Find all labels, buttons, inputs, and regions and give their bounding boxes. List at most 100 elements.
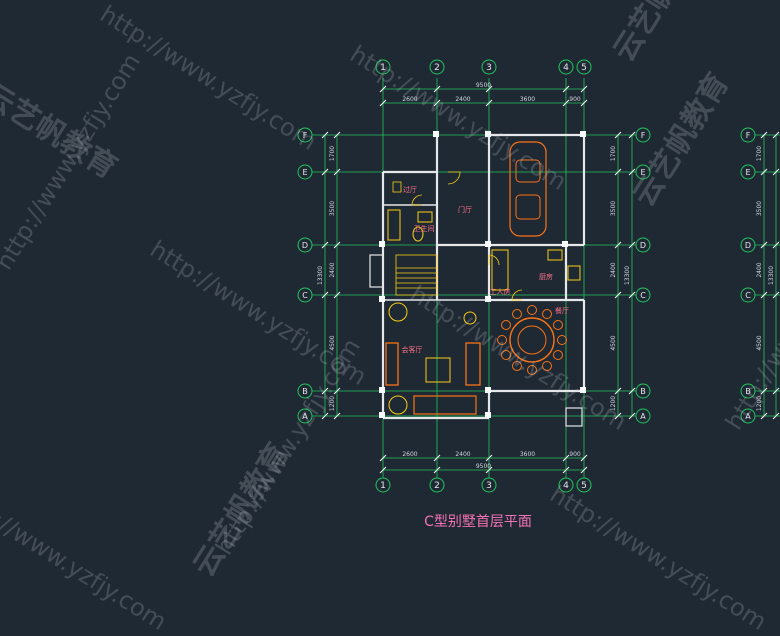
dim-tick bbox=[580, 454, 588, 462]
dim-tick bbox=[379, 466, 387, 474]
column bbox=[433, 131, 439, 137]
dim-far-right-segment: 4500 bbox=[756, 335, 763, 350]
tv-cabinet bbox=[413, 395, 477, 415]
dining-chair bbox=[501, 320, 512, 330]
grid-col-label: 4 bbox=[563, 481, 569, 491]
dining-chair bbox=[542, 360, 552, 371]
dim-tick bbox=[379, 454, 387, 462]
grid-col-label: 3 bbox=[486, 481, 492, 491]
dim-tick bbox=[562, 99, 570, 107]
grid-col-label: 1 bbox=[380, 481, 386, 491]
room-label-kitchen: 厨房 bbox=[539, 272, 553, 281]
dim-tick bbox=[333, 131, 341, 139]
sofa bbox=[465, 342, 481, 386]
dim-tick bbox=[760, 291, 768, 299]
dim-tick bbox=[628, 131, 636, 139]
grid-col-label: 2 bbox=[434, 63, 440, 73]
dim-tick bbox=[772, 168, 780, 176]
grid-row-label: E bbox=[640, 168, 645, 177]
dim-tick bbox=[333, 412, 341, 420]
room-label-servant: 工人房 bbox=[490, 287, 511, 296]
room-label-living: 会客厅 bbox=[402, 345, 423, 354]
coffee-table bbox=[425, 357, 451, 383]
grid-row-label: F bbox=[641, 131, 646, 140]
grid-col-label: 2 bbox=[434, 481, 440, 491]
stove bbox=[567, 265, 581, 281]
dim-right-segment: 4500 bbox=[610, 335, 617, 350]
dim-top-total: 9500 bbox=[476, 82, 491, 89]
dim-far-right-segment: 1700 bbox=[756, 146, 763, 161]
grid-row-label: F bbox=[303, 131, 308, 140]
dim-tick bbox=[628, 168, 636, 176]
dim-tick bbox=[485, 466, 493, 474]
dim-tick bbox=[614, 291, 622, 299]
dim-tick bbox=[580, 466, 588, 474]
dim-left-segment: 4500 bbox=[329, 335, 336, 350]
dim-far-right-segment: 3500 bbox=[756, 201, 763, 216]
dim-left-segment: 1200 bbox=[329, 396, 336, 411]
grid-row-label: D bbox=[745, 241, 751, 250]
column bbox=[379, 241, 385, 247]
grid-col-label: 4 bbox=[563, 63, 569, 73]
bay-window bbox=[369, 254, 384, 288]
dim-tick bbox=[433, 99, 441, 107]
dim-tick bbox=[580, 99, 588, 107]
dim-tick bbox=[580, 85, 588, 93]
grid-bubble bbox=[635, 287, 651, 303]
dim-tick bbox=[562, 85, 570, 93]
dim-tick bbox=[562, 466, 570, 474]
dim-right-segment: 1700 bbox=[610, 146, 617, 161]
grid-bubble bbox=[635, 127, 651, 143]
dim-tick bbox=[321, 387, 329, 395]
dim-tick bbox=[614, 168, 622, 176]
grid-row-label: C bbox=[302, 291, 308, 300]
grid-row-label: F bbox=[746, 131, 751, 140]
grid-row-label: E bbox=[302, 168, 307, 177]
dim-left-segment: 1700 bbox=[329, 146, 336, 161]
door-swing bbox=[488, 254, 500, 266]
plant bbox=[388, 395, 408, 415]
entry-step bbox=[565, 407, 583, 427]
bathtub bbox=[387, 209, 401, 241]
door-swing bbox=[511, 289, 523, 301]
dim-tick bbox=[433, 466, 441, 474]
plant bbox=[388, 302, 408, 322]
dining-chair bbox=[552, 350, 563, 360]
dim-tick bbox=[333, 291, 341, 299]
dim-tick bbox=[760, 131, 768, 139]
grid-bubble bbox=[429, 59, 445, 75]
dim-tick bbox=[772, 291, 780, 299]
dining-table bbox=[509, 317, 555, 363]
grid-row-label: B bbox=[640, 387, 646, 396]
dining-chair bbox=[501, 350, 512, 360]
dim-tick bbox=[760, 387, 768, 395]
dim-tick bbox=[485, 85, 493, 93]
grid-bubble bbox=[635, 164, 651, 180]
dim-tick bbox=[433, 454, 441, 462]
grid-bubble bbox=[297, 164, 313, 180]
dim-far-right-segment: 1200 bbox=[756, 396, 763, 411]
column bbox=[379, 296, 385, 302]
grid-row-label: D bbox=[302, 241, 308, 250]
grid-bubble bbox=[635, 237, 651, 253]
car-windshield bbox=[515, 159, 541, 183]
room-label-dining: 餐厅 bbox=[555, 306, 569, 315]
dining-chair bbox=[527, 365, 537, 375]
grid-row-label: C bbox=[745, 291, 751, 300]
walls bbox=[369, 131, 586, 420]
grid-col-label: 5 bbox=[581, 481, 587, 491]
room-label-closet: 过厅 bbox=[403, 185, 417, 194]
dim-right-segment: 1200 bbox=[610, 396, 617, 411]
drawing-title: C型别墅首层平面 bbox=[424, 514, 532, 530]
dim-bottom-segment: 3600 bbox=[520, 451, 535, 458]
column bbox=[379, 412, 385, 418]
dining-chair bbox=[527, 305, 537, 315]
grid-col-label: 3 bbox=[486, 63, 492, 73]
column bbox=[580, 131, 586, 137]
dim-bottom-segment: 900 bbox=[569, 451, 581, 458]
grid-bubble bbox=[576, 477, 592, 493]
